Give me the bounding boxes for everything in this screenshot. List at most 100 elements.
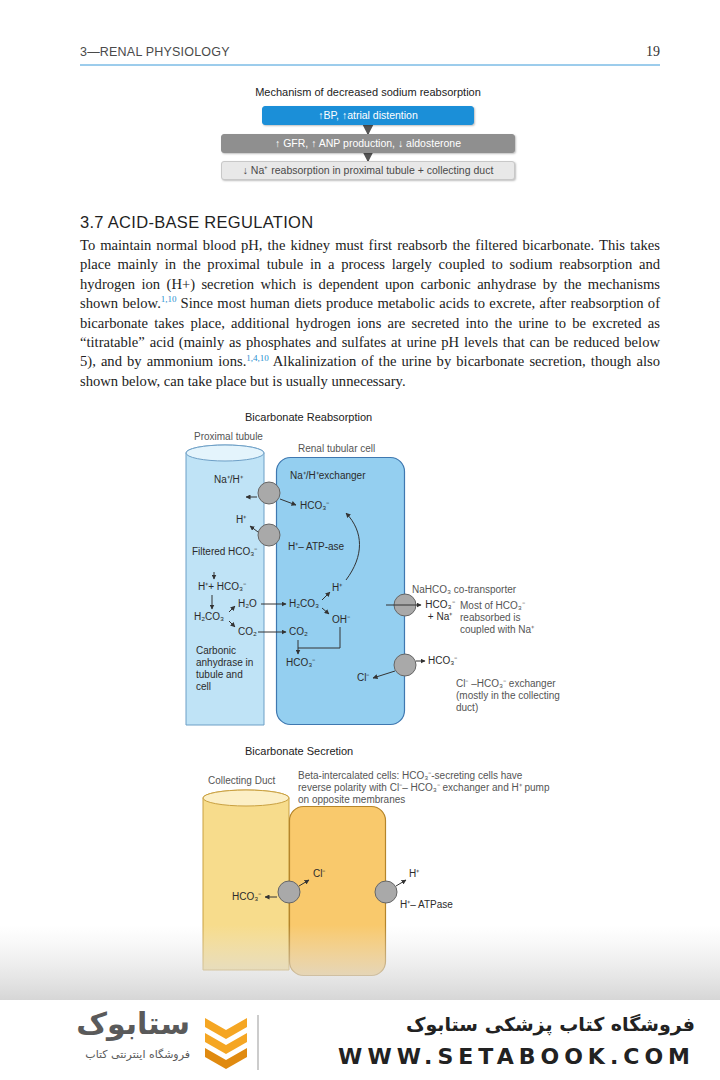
reaction-arrows bbox=[261, 604, 286, 605]
chemical-label: Filtered HCO₃⁻ bbox=[192, 546, 260, 558]
mechanism-box: ↑ GFR, ↑ ANP production, ↓ aldosterone bbox=[221, 134, 515, 153]
transporter-circles bbox=[258, 482, 416, 903]
paragraph: To maintain normal blood pH, the kidney … bbox=[80, 236, 660, 391]
reaction-arrows bbox=[229, 606, 235, 612]
cylinder-top bbox=[203, 790, 289, 806]
diagram-title: Bicarbonate Secretion bbox=[245, 745, 353, 757]
transporter-circles bbox=[394, 654, 416, 676]
flow-arrow bbox=[367, 125, 369, 134]
reaction-arrows bbox=[212, 497, 425, 897]
chemical-label: CO₂ bbox=[238, 626, 257, 638]
cylinder-body bbox=[203, 790, 289, 970]
transporter-circles bbox=[375, 881, 397, 903]
shape-heading: Collecting Duct bbox=[208, 775, 275, 787]
duct-cylinder-outline bbox=[203, 790, 289, 970]
secreting-cell-box-outline bbox=[289, 806, 386, 976]
cell-outline bbox=[290, 807, 386, 976]
chemical-label: OH⁻ bbox=[332, 614, 350, 626]
cylinder-body bbox=[186, 445, 264, 725]
reaction-arrows bbox=[214, 572, 215, 579]
flow-arrow bbox=[367, 153, 369, 161]
reaction-arrows bbox=[322, 608, 329, 614]
reaction-arrows bbox=[299, 880, 309, 886]
ion-label: H⁺ bbox=[409, 868, 419, 880]
page-number: 19 bbox=[646, 44, 660, 60]
logo-mark bbox=[205, 1033, 247, 1054]
transporter-circles bbox=[278, 881, 300, 903]
diagram-title: Bicarbonate Reabsorption bbox=[245, 411, 372, 423]
cell-box: Renal tubular cellNa⁺/H⁺exchangerHCO₃⁻H⁺… bbox=[276, 457, 405, 725]
reaction-arrows bbox=[298, 627, 340, 648]
citation: 1,4,10 bbox=[246, 353, 269, 363]
chemical-label: HCO₃⁻ bbox=[300, 500, 329, 512]
tubule-cylinder: Proximal tubuleNa⁺/H⁺H⁺Filtered HCO₃⁻H⁺+… bbox=[186, 445, 264, 725]
chemical-label: HCO₃⁻ bbox=[286, 657, 315, 669]
chemical-label: H₂CO₃ bbox=[194, 611, 224, 623]
transporter-label: NaHCO₃ co-transporter bbox=[412, 584, 516, 596]
reaction-arrows bbox=[396, 880, 406, 886]
transporter-label: H⁺– ATPase bbox=[400, 899, 453, 911]
chemical-label: H₂CO₃ bbox=[289, 598, 319, 610]
chemical-label: H₂O bbox=[238, 598, 257, 610]
chemical-label: H⁺– ATP-ase bbox=[288, 541, 344, 553]
reaction-arrows bbox=[373, 671, 395, 678]
chemical-label: Cl⁻ bbox=[313, 868, 325, 880]
shape-heading: Proximal tubule bbox=[194, 431, 263, 443]
cell-outline bbox=[277, 458, 405, 725]
reaction-arrows bbox=[258, 632, 286, 633]
logo-text: ستابوک bbox=[76, 1006, 190, 1042]
box-text: ↓ Na⁺ reabsorption in proximal tubule + … bbox=[222, 162, 514, 179]
cause-box: ↑BP, ↑atrial distention bbox=[262, 106, 474, 125]
reaction-arrows bbox=[346, 513, 360, 580]
section-heading: 3.7 ACID-BASE REGULATION bbox=[80, 212, 313, 232]
reaction-arrows bbox=[322, 592, 330, 600]
chemical-label: H⁺ bbox=[236, 514, 246, 526]
flowchart-title: Mechanism of decreased sodium reabsorpti… bbox=[255, 86, 481, 98]
effect-box: ↓ Na⁺ reabsorption in proximal tubule + … bbox=[221, 161, 515, 180]
transporter-label: Cl⁻ –HCO₃⁻ exchanger (mostly in the coll… bbox=[456, 678, 574, 714]
transporter-circles bbox=[258, 524, 280, 546]
reaction-arrows bbox=[298, 640, 299, 654]
transporter-circles bbox=[394, 594, 416, 616]
chemical-label: Cl⁻ bbox=[357, 672, 369, 684]
page-fade bbox=[0, 925, 720, 1000]
box-text: ↑ GFR, ↑ ANP production, ↓ aldosterone bbox=[222, 135, 514, 152]
watermark-text: فروشگاه کتاب پزشکی ستابوک bbox=[406, 1012, 695, 1036]
citation: 1,10 bbox=[161, 294, 177, 304]
reaction-arrows bbox=[416, 661, 425, 662]
footer-band bbox=[0, 1000, 720, 1080]
logo-mark bbox=[257, 1015, 259, 1070]
note: Most of HCO₃⁻ reabsorbed is coupled with… bbox=[460, 600, 556, 636]
secreting-cell-box: Cl⁻ bbox=[289, 806, 386, 976]
logo-mark bbox=[205, 1015, 258, 1070]
chemical-label: Carbonic anhydrase in tubule and cell bbox=[196, 645, 256, 693]
logo-mark bbox=[205, 1018, 247, 1039]
reaction-arrows bbox=[250, 526, 258, 532]
reaction-arrows bbox=[265, 897, 277, 898]
ion-label: HCO₃⁻ + Na⁺ bbox=[423, 599, 457, 623]
watermark-url: WWW.SETABOOK.COM bbox=[338, 1044, 695, 1070]
reaction-arrows bbox=[229, 621, 235, 627]
reaction-arrows bbox=[280, 499, 296, 505]
chemical-label: H⁺+ HCO₃⁻ bbox=[198, 581, 246, 593]
shape-heading: Renal tubular cell bbox=[298, 443, 375, 455]
box-text: ↑BP, ↑atrial distention bbox=[263, 107, 473, 124]
ion-label: HCO₃⁻ bbox=[428, 655, 457, 667]
note: Beta-intercalated cells: HCO₃⁻-secreting… bbox=[298, 770, 556, 806]
reaction-arrows bbox=[386, 605, 421, 606]
reaction-arrows bbox=[212, 595, 213, 609]
chemical-label: H⁺ bbox=[332, 582, 342, 594]
chemical-label: CO₂ bbox=[289, 626, 308, 638]
logo-mark bbox=[205, 1048, 247, 1069]
reaction-arrows bbox=[246, 497, 257, 498]
transporter-circles bbox=[258, 482, 280, 504]
cylinder-top bbox=[186, 445, 264, 461]
chemical-label: Na⁺/H⁺exchanger bbox=[290, 470, 365, 482]
logo-subtitle: فروشگاه اینترنتی کتاب bbox=[85, 1048, 190, 1062]
header-rule bbox=[80, 65, 660, 66]
chemical-label: Na⁺/H⁺ bbox=[214, 474, 243, 486]
chemical-label: HCO₃⁻ bbox=[232, 891, 261, 903]
duct-cylinder: Collecting DuctHCO₃⁻ bbox=[203, 790, 289, 970]
